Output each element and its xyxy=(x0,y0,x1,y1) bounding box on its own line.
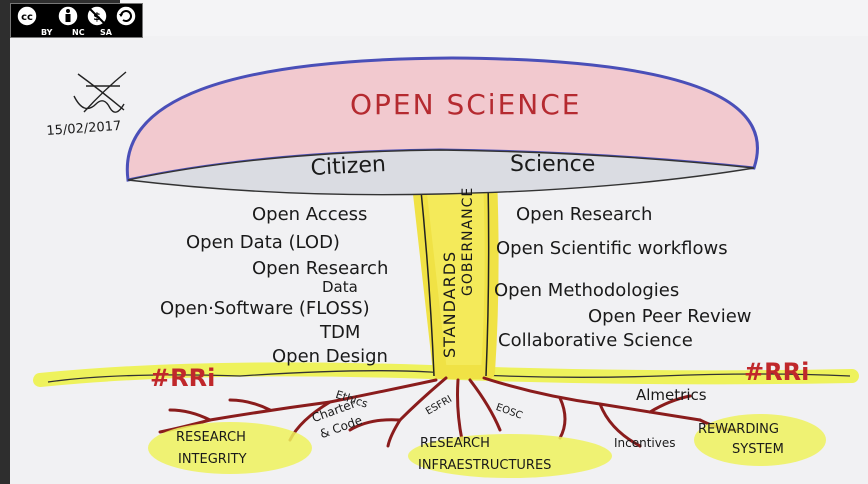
by-label: BY xyxy=(41,28,53,37)
root-label-almetrics: Almetrics xyxy=(636,386,707,404)
cc-icon: cc xyxy=(16,5,38,27)
right-item-open-methodologies: Open Methodologies xyxy=(494,280,680,301)
right-item-open-research: Open Research xyxy=(516,204,653,225)
bubble-reward-line1: REWARDING xyxy=(698,422,779,437)
stem-right-edge xyxy=(485,179,490,377)
right-item-open-peer-review: Open Peer Review xyxy=(588,306,752,327)
root-label-incentives: Incentives xyxy=(614,436,676,450)
left-item-open-access: Open Access xyxy=(252,204,368,225)
right-item-collaborative-science: Collaborative Science xyxy=(498,330,693,351)
cap-title: OPEN SCiENCE xyxy=(350,88,582,121)
right-item-open-scientific-workflows: Open Scientific workflows xyxy=(496,238,728,259)
nc-icon: $ xyxy=(86,5,108,27)
bubble-infra-line1: RESEARCH xyxy=(420,436,490,451)
rewarding-bubble xyxy=(694,414,826,466)
left-item-data: Data xyxy=(322,278,358,296)
left-item-open-research: Open Research xyxy=(252,258,389,279)
stem-text-standards: STANDARDS xyxy=(440,250,459,358)
sa-icon xyxy=(115,5,137,27)
svg-text:cc: cc xyxy=(21,12,33,23)
hashtag-right: #RRi xyxy=(744,358,810,386)
sa-label: SA xyxy=(100,28,113,37)
bubble-integrity-line1: RESEARCH xyxy=(176,430,246,445)
cap-subtitle-left: Citizen xyxy=(310,152,387,181)
left-item-open-design: Open Design xyxy=(272,346,388,367)
bubble-integrity-line2: INTEGRITY xyxy=(178,452,247,467)
cap-subtitle-right: Science xyxy=(510,152,596,177)
nc-label: NC xyxy=(72,28,85,37)
cc-license-badge: cc $ BY NC SA xyxy=(10,3,143,38)
mushroom-cap-underside xyxy=(127,149,755,196)
stem-left-edge xyxy=(419,179,435,377)
infrastructures-bubble xyxy=(408,434,612,478)
paper-top-edge xyxy=(120,0,868,36)
left-item-open-data: Open Data (LOD) xyxy=(186,232,340,253)
bubble-infra-line2: INFRAESTRUCTURES xyxy=(418,458,552,473)
bubble-reward-line2: SYSTEM xyxy=(732,442,784,457)
hashtag-left: #RRi xyxy=(150,364,216,392)
roots xyxy=(158,376,738,448)
left-item-open-software: Open·Software (FLOSS) xyxy=(160,298,370,319)
by-icon xyxy=(57,5,79,27)
left-item-tdm: TDM xyxy=(320,322,361,343)
ground-line xyxy=(47,370,851,383)
stem-text-governance: GOBERNANCE xyxy=(460,186,476,296)
integrity-bubble xyxy=(148,422,312,474)
signature xyxy=(73,71,127,113)
